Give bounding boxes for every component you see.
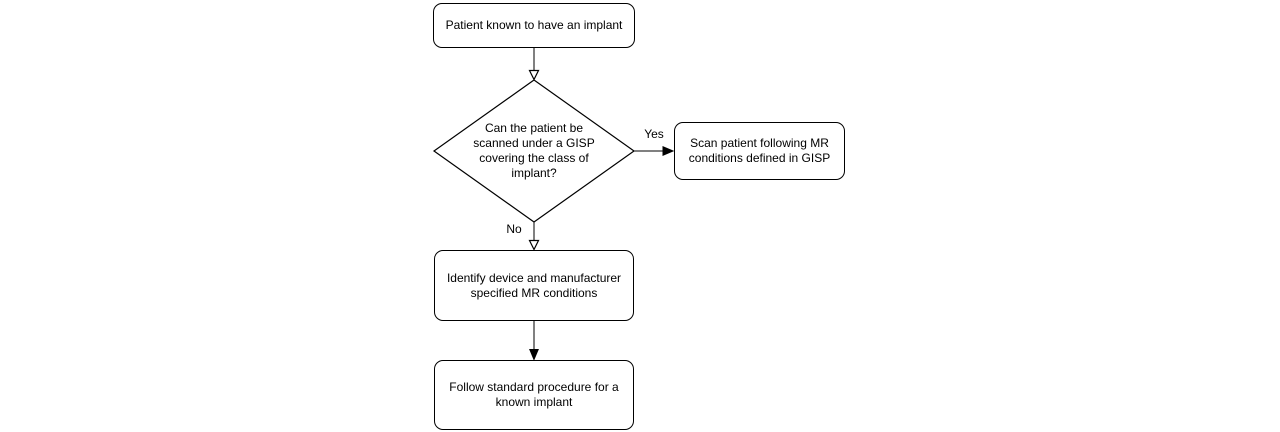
edge-label-text: No bbox=[506, 222, 522, 236]
node-label-line: Follow standard procedure for a bbox=[449, 380, 619, 394]
decision-label-line: scanned under a GISP bbox=[473, 136, 595, 150]
arrowhead-open-down-icon bbox=[528, 69, 540, 81]
node-label-line: Identify device and manufacturer bbox=[446, 270, 622, 285]
connector-decision-yes-to-scan bbox=[634, 146, 675, 156]
decision-label-line: implant? bbox=[511, 166, 557, 180]
connector-decision-no-to-identify bbox=[528, 222, 540, 251]
node-patient-known-implant: Patient known to have an implant bbox=[433, 3, 635, 48]
node-label-line: conditions defined in GISP bbox=[688, 151, 831, 165]
node-scan-patient-gisp: Scan patient following MR conditions def… bbox=[674, 122, 845, 180]
edge-label-yes: Yes bbox=[636, 127, 672, 142]
node-identify-device-conditions: Identify device and manufacturer specifi… bbox=[434, 250, 634, 321]
edge-label-text: Yes bbox=[644, 127, 664, 141]
edge-label-no: No bbox=[498, 222, 530, 237]
decision-gisp-label: Can the patient be scanned under a GISP … bbox=[434, 119, 634, 183]
decision-label-line: Can the patient be bbox=[484, 121, 584, 135]
connector-identify-to-follow bbox=[529, 321, 539, 361]
node-follow-standard-procedure: Follow standard procedure for a known im… bbox=[434, 360, 634, 430]
arrowhead-filled-down-icon bbox=[529, 349, 539, 361]
node-label: Patient known to have an implant bbox=[445, 18, 623, 32]
arrowhead-open-down-icon bbox=[528, 239, 540, 251]
node-label-line: known implant bbox=[495, 395, 573, 409]
connector-start-to-decision bbox=[528, 48, 540, 81]
node-label-line: Scan patient following MR bbox=[690, 136, 829, 150]
decision-label-line: covering the class of bbox=[479, 151, 589, 165]
node-label-line: specified MR conditions bbox=[470, 285, 598, 300]
arrowhead-filled-right-icon bbox=[662, 146, 675, 156]
